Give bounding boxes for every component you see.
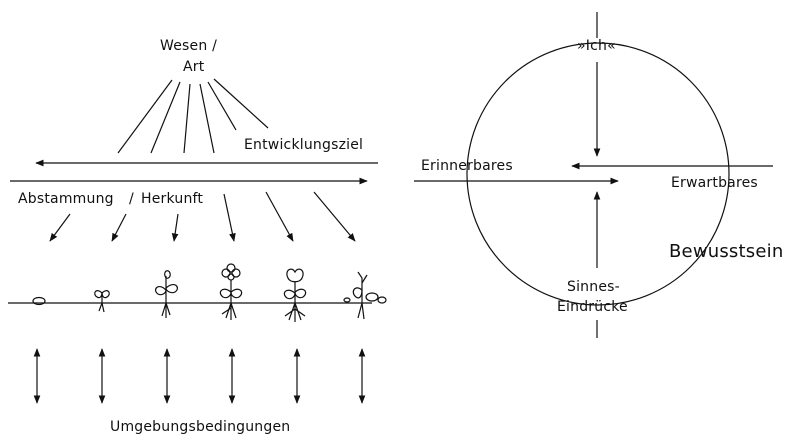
plant-young-icon [154, 270, 178, 318]
origin-influence-arrows [49, 191, 356, 242]
future-label: Erwartbares [671, 175, 758, 191]
consciousness-label: Bewusstsein [669, 241, 784, 262]
plant-seedling-icon [94, 290, 110, 313]
origin-label-herkunft: Herkunft [141, 191, 204, 207]
past-label: Erinnerbares [421, 158, 513, 174]
consciousness-circle [466, 42, 730, 306]
plant-flowering-icon [219, 263, 243, 320]
environment-label: Umgebungsbedingungen [110, 419, 291, 435]
essence-rays [117, 78, 269, 154]
plant-seeding-icon [343, 271, 387, 320]
plant-fruiting-icon [283, 268, 307, 322]
origin-label-separator: / [129, 191, 134, 207]
senses-label-line2: Eindrücke [557, 299, 628, 315]
plant-seed-icon [32, 296, 46, 306]
essence-label-line1: Wesen / [160, 38, 217, 54]
environment-arrows [33, 348, 366, 404]
self-label: »Ich« [577, 38, 616, 54]
senses-label-line1: Sinnes- [567, 279, 620, 295]
goal-label: Entwicklungsziel [244, 137, 364, 153]
origin-label-abstammung: Abstammung [18, 191, 114, 207]
essence-label-line2: Art [183, 59, 205, 75]
